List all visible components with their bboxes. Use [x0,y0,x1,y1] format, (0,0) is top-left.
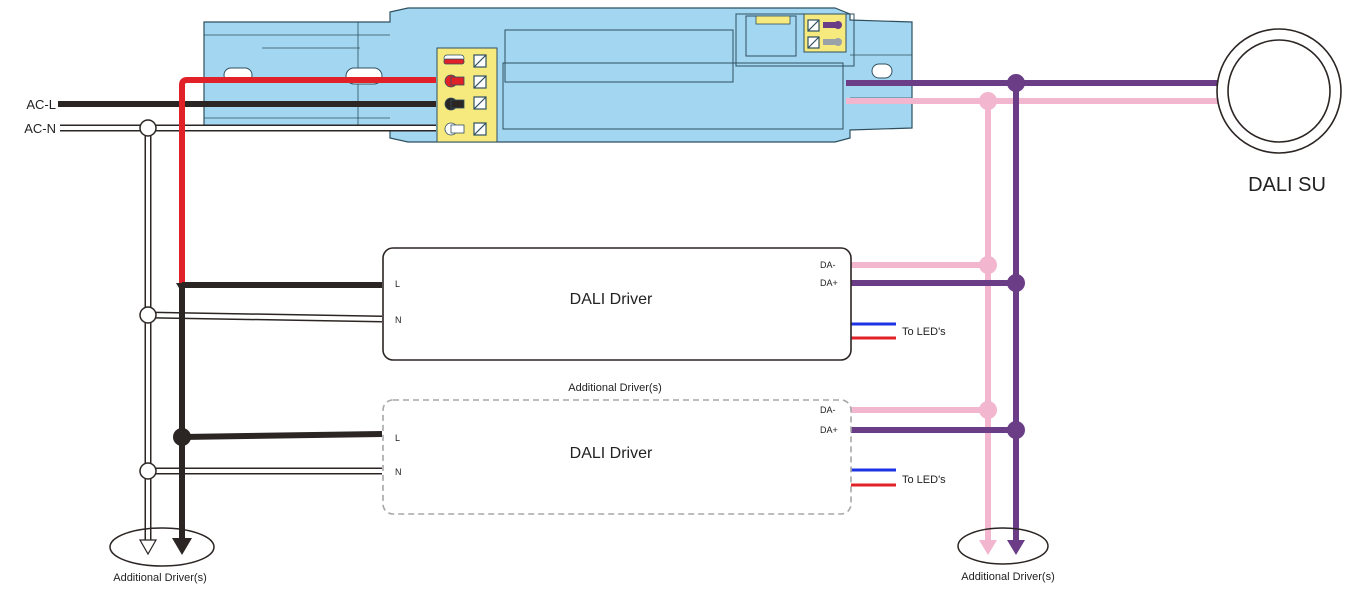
driver-terminal-da-plus-label: DA+ [820,278,838,288]
dali-bus-wires [846,80,1218,545]
additional-dali-driver-box [382,399,852,515]
dali-control-module [203,7,913,143]
neutral-arrow-down-icon [138,539,158,556]
terminal-wire-end-icons [443,54,465,136]
additional-drivers-left-ellipse [109,527,215,567]
driver2-terminal-n-label: N [395,467,402,477]
driver-terminal-da-minus-label: DA- [820,260,836,270]
driver-terminal-l-label: L [395,279,400,289]
dali-driver-box [382,247,852,361]
live-arrow-down-icon [172,538,192,555]
driver-title: DALI Driver [570,291,653,308]
additional-drivers-right-ellipse [957,527,1049,565]
neutral-wire [60,124,436,545]
additional-drivers-right-label: Additional Driver(s) [961,571,1055,583]
driver2-title: DALI Driver [570,445,653,462]
module-housing [203,7,913,143]
dali-su-label: DALI SU [1248,174,1326,196]
dali-purple-arrow-down-icon [1007,540,1025,555]
ac-n-label: AC-N [24,121,56,136]
driver2-terminal-da-minus-label: DA- [820,405,836,415]
ac-l-label: AC-L [26,97,56,112]
live-wire [58,77,436,540]
to-leds-2-label: To LED's [902,474,946,486]
additional-drivers-top-label: Additional Driver(s) [568,382,662,394]
red-to-black-junction-icon [176,283,188,293]
terminal-screw-icons [473,54,487,136]
dali-sensor-unit-icon [1216,28,1342,154]
wire-junction-dot-icons [139,74,1025,480]
dali-pink-arrow-down-icon [979,540,997,555]
driver-terminal-n-label: N [395,315,402,325]
led-output-leads [850,322,896,487]
driver2-terminal-l-label: L [395,433,400,443]
additional-drivers-left-label: Additional Driver(s) [113,572,207,584]
dali-screw-icons [807,19,820,49]
driver2-terminal-da-plus-label: DA+ [820,425,838,435]
to-leds-label: To LED's [902,326,946,338]
